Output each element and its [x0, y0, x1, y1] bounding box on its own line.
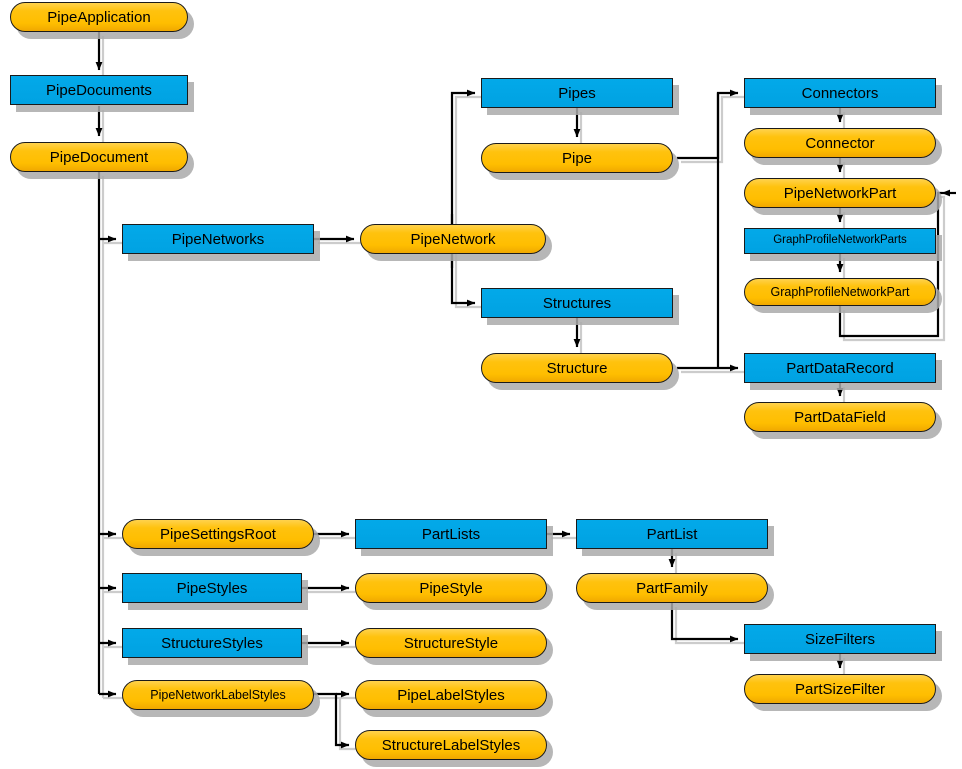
node-pipe-network[interactable]: PipeNetwork: [360, 224, 546, 254]
node-part-family[interactable]: PartFamily: [576, 573, 768, 603]
node-pipe-styles[interactable]: PipeStyles: [122, 573, 302, 603]
node-structures[interactable]: Structures: [481, 288, 673, 318]
node-structure-style[interactable]: StructureStyle: [355, 628, 547, 658]
edge-feedback-outer: [838, 191, 942, 338]
node-size-filters[interactable]: SizeFilters: [744, 624, 936, 654]
node-pipes[interactable]: Pipes: [481, 78, 673, 108]
node-pipe[interactable]: Pipe: [481, 143, 673, 173]
edge-lines: [95, 32, 956, 749]
node-pipe-application[interactable]: PipeApplication: [10, 2, 188, 32]
node-graph-profile-network-part[interactable]: GraphProfileNetworkPart: [744, 278, 936, 306]
node-structure[interactable]: Structure: [481, 353, 673, 383]
node-part-data-field[interactable]: PartDataField: [744, 402, 936, 432]
node-part-data-record[interactable]: PartDataRecord: [744, 353, 936, 383]
node-pipe-network-part[interactable]: PipeNetworkPart: [744, 178, 936, 208]
node-part-list[interactable]: PartList: [576, 519, 768, 549]
node-pipe-networks[interactable]: PipeNetworks: [122, 224, 314, 254]
node-pipe-network-label-styles[interactable]: PipeNetworkLabelStyles: [122, 680, 314, 710]
node-part-size-filter[interactable]: PartSizeFilter: [744, 674, 936, 704]
edge-partfamily-sizefilters: [670, 603, 739, 643]
node-pipe-settings-root[interactable]: PipeSettingsRoot: [122, 519, 314, 549]
node-structure-styles[interactable]: StructureStyles: [122, 628, 302, 658]
edge-pipe-connectors: [677, 89, 739, 160]
node-structure-label-styles[interactable]: StructureLabelStyles: [355, 730, 547, 760]
node-pipe-document[interactable]: PipeDocument: [10, 142, 188, 172]
node-pipe-label-styles[interactable]: PipeLabelStyles: [355, 680, 547, 710]
edge-pipenetwork-pipes: [450, 89, 476, 239]
node-pipe-style[interactable]: PipeStyle: [355, 573, 547, 603]
node-connector[interactable]: Connector: [744, 128, 936, 158]
node-connectors[interactable]: Connectors: [744, 78, 936, 108]
edge-pipenetworklabelstyles-structurelabelstyles: [314, 692, 350, 749]
node-graph-profile-network-parts[interactable]: GraphProfileNetworkParts: [744, 228, 936, 254]
node-pipe-documents[interactable]: PipeDocuments: [10, 75, 188, 105]
node-part-lists[interactable]: PartLists: [355, 519, 547, 549]
